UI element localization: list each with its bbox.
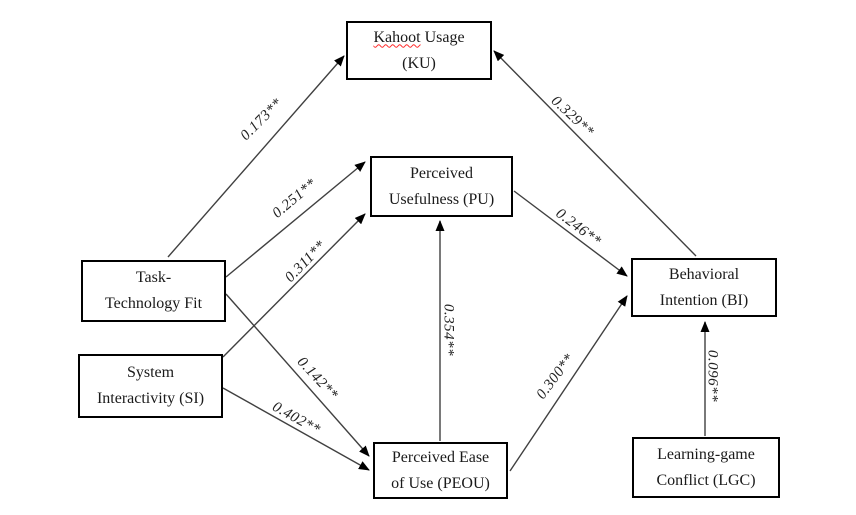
node-perceived-usefulness-line2: Usefulness (PU) [388, 190, 495, 208]
node-kahoot-usage-line1: Kahoot Usage [373, 28, 465, 46]
node-learning-game-conflict-line2: Conflict (LGC) [656, 471, 756, 489]
arrow-ttf-to-pu [225, 161, 366, 278]
node-perceived-usefulness-line1: Perceived [409, 164, 474, 182]
node-system-interactivity-line2: Interactivity (SI) [96, 390, 205, 407]
arrow-ttf-to-ku [167, 55, 345, 258]
node-perceived-ease-of-use: Perceived Ease of Use (PEOU) [373, 442, 508, 499]
node-system-interactivity: System Interactivity (SI) [78, 354, 223, 418]
node-behavioral-intention-line2: Intention (BI) [659, 291, 749, 309]
node-task-technology-fit-line1: Task- [135, 269, 172, 286]
node-perceived-ease-of-use-line2: of Use (PEOU) [391, 474, 490, 492]
coefficient-lgc-bi: 0.096** [704, 349, 721, 403]
node-perceived-ease-of-use-line1: Perceived Ease [391, 448, 490, 466]
node-perceived-usefulness: Perceived Usefulness (PU) [370, 156, 513, 217]
node-task-technology-fit: Task- Technology Fit [81, 260, 226, 322]
misspelled-word: Kahoot [373, 28, 421, 46]
node-kahoot-usage-line2: (KU) [402, 54, 436, 72]
arrow-pu-to-bi [513, 190, 628, 277]
node-behavioral-intention-line1: Behavioral [668, 265, 740, 283]
coefficient-peou-pu: 0.354** [440, 303, 457, 357]
node-kahoot-usage: Kahoot Usage (KU) [346, 21, 492, 80]
arrow-bi-to-ku [493, 50, 697, 257]
arrow-si-to-pu [222, 213, 366, 358]
node-behavioral-intention: Behavioral Intention (BI) [631, 258, 777, 317]
node-learning-game-conflict: Learning-game Conflict (LGC) [632, 437, 780, 498]
arrow-si-to-peou [222, 387, 370, 471]
node-task-technology-fit-line2: Technology Fit [104, 295, 203, 312]
node-system-interactivity-line1: System [126, 364, 175, 381]
arrow-ttf-to-peou [225, 293, 370, 457]
arrow-peou-to-bi [509, 295, 628, 472]
node-learning-game-conflict-line1: Learning-game [657, 445, 755, 463]
